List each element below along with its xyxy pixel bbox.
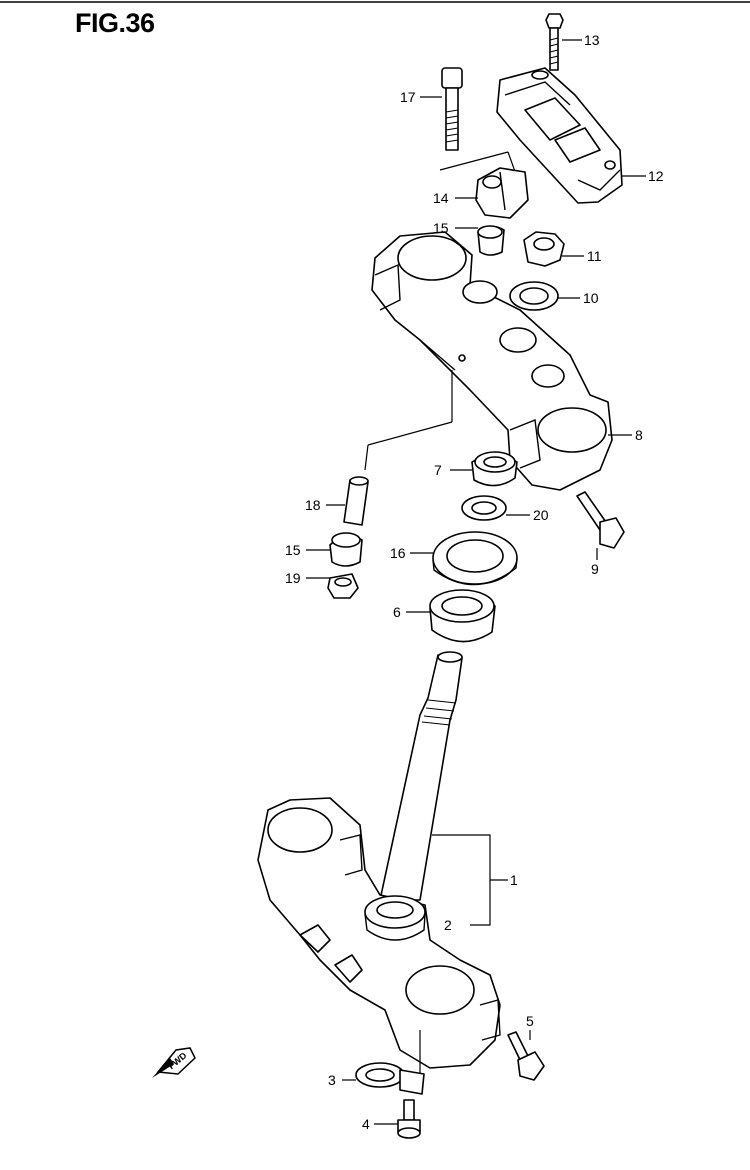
callout-2: 2 [444,917,452,933]
callout-5: 5 [526,1013,534,1029]
callout-14: 14 [433,190,449,206]
callout-labels: 13 17 12 14 15 11 10 8 7 20 9 18 15 19 1… [285,32,664,1132]
callout-12: 12 [648,168,664,184]
part-6-bearing [429,589,496,643]
part-5-bolt [507,1031,545,1081]
leader-1 [432,834,508,881]
part-4-screw [397,1099,421,1139]
callout-11: 11 [587,248,602,264]
part-1-steering-stem-lower-bracket [257,651,501,1069]
callout-7: 7 [434,462,442,478]
callout-9: 9 [591,561,599,577]
part-15-cushion-lower [329,532,363,567]
part-18-pin [343,476,369,526]
part-13-bolt [545,13,564,71]
callout-18: 18 [305,497,321,513]
fwd-arrow-icon: FWD [152,1047,196,1078]
callout-8: 8 [635,427,643,443]
leader-1-b [470,880,491,926]
part-10-washer [509,281,559,311]
callout-4: 4 [362,1116,370,1132]
callout-20: 20 [533,507,549,523]
callout-6: 6 [393,604,401,620]
part-14-holder [475,167,529,219]
leader-8-link-c [364,444,369,471]
callout-16: 16 [390,545,406,561]
leader-lines [306,39,646,1125]
part-19-nut [327,573,359,599]
part-17-long-bolt [441,67,463,151]
callout-1: 1 [510,872,518,888]
part-3-clamp [355,1062,425,1095]
callout-15-lower: 15 [285,542,301,558]
callout-15-upper: 15 [433,220,449,236]
part-9-bolt [576,491,625,549]
callout-13: 13 [584,32,600,48]
callout-10: 10 [583,290,599,306]
callout-19: 19 [285,570,301,586]
callout-17: 17 [400,89,416,105]
part-7-steering-nut [471,451,518,487]
part-20-washer [461,495,507,521]
part-12-handlebar-clamp [496,67,623,204]
figure-title: FIG.36 [75,8,155,38]
part-15-cushion-upper [477,225,505,256]
part-11-nut [523,231,565,267]
callout-3: 3 [328,1072,336,1088]
part-16-dust-seal [432,531,518,586]
leader-17-assembly [439,151,509,171]
leader-8-link-b [367,421,453,446]
part-8-upper-bracket [371,231,613,491]
